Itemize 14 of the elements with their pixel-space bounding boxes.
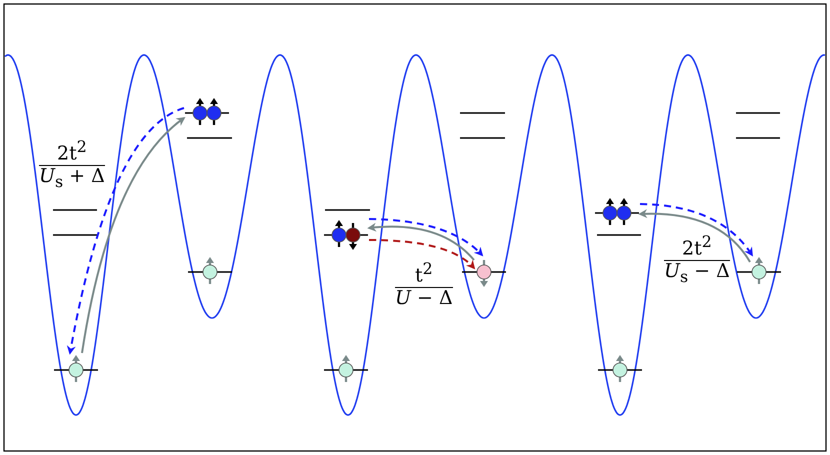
fraction-denominator: U − Δ (395, 287, 453, 309)
arrow (66, 107, 184, 355)
fraction-numerator: t$^{2}$ (395, 258, 453, 288)
arrow (638, 209, 751, 263)
arrow (640, 203, 754, 256)
spin-pair-icon (323, 218, 369, 252)
fraction-numerator: 2t$^{2}$ (39, 136, 105, 166)
arrow (368, 239, 476, 270)
fraction-denominator: U$_{s}$ − Δ (664, 260, 730, 288)
arrow (81, 116, 186, 354)
fraction-numerator: 2t$^{2}$ (664, 231, 730, 262)
arrow (368, 218, 484, 256)
arrow (367, 222, 475, 261)
fraction-denominator: U$_{s}$ + Δ (39, 165, 105, 193)
